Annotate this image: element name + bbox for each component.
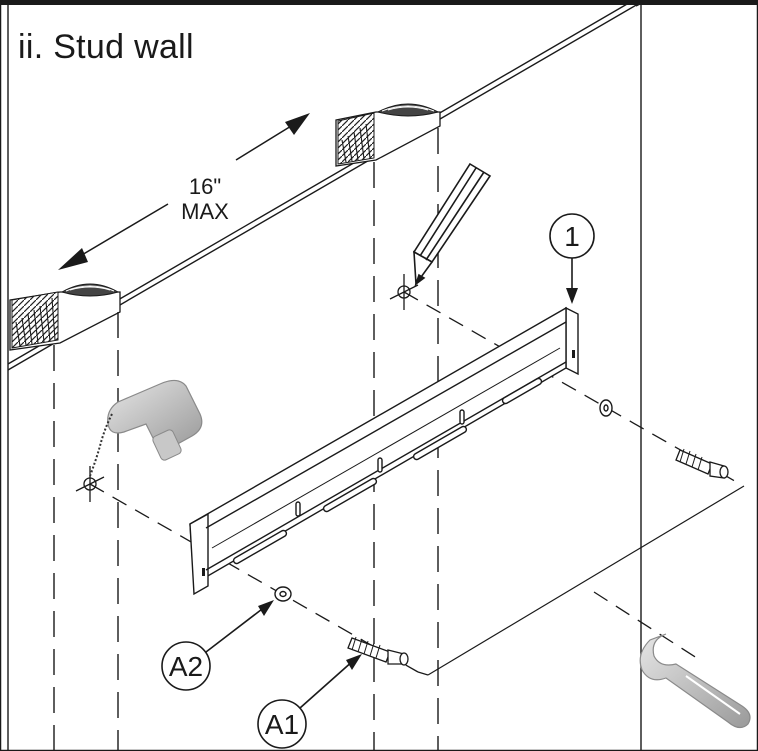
washer-back xyxy=(599,399,613,417)
washer-front xyxy=(274,586,292,602)
hole-to-stud-lines xyxy=(417,485,745,676)
wrench-icon xyxy=(639,633,751,729)
callout-bracket-label: 1 xyxy=(564,221,580,252)
stud-right xyxy=(335,103,441,167)
alignment-lines xyxy=(89,291,741,673)
lag-screw-back xyxy=(675,448,729,479)
pilot-hole-mark-right xyxy=(389,274,419,310)
spacing-dimension-arrow xyxy=(58,113,310,270)
callout-washer-label: A2 xyxy=(169,651,203,682)
callout-washer xyxy=(161,600,274,691)
section-title: ii. Stud wall xyxy=(18,28,194,66)
callout-bracket xyxy=(549,213,595,304)
pilot-hole-mark-left xyxy=(75,466,105,502)
spacing-label-max: MAX xyxy=(181,199,229,224)
lag-screw-front xyxy=(347,636,409,666)
pencil-icon xyxy=(412,162,492,287)
stud-left xyxy=(9,283,121,351)
callout-screw xyxy=(257,654,362,749)
callout-screw-label: A1 xyxy=(265,709,299,740)
spacing-label-value: 16" xyxy=(189,174,221,199)
drill-icon xyxy=(89,379,203,477)
mounting-bracket xyxy=(189,306,579,596)
